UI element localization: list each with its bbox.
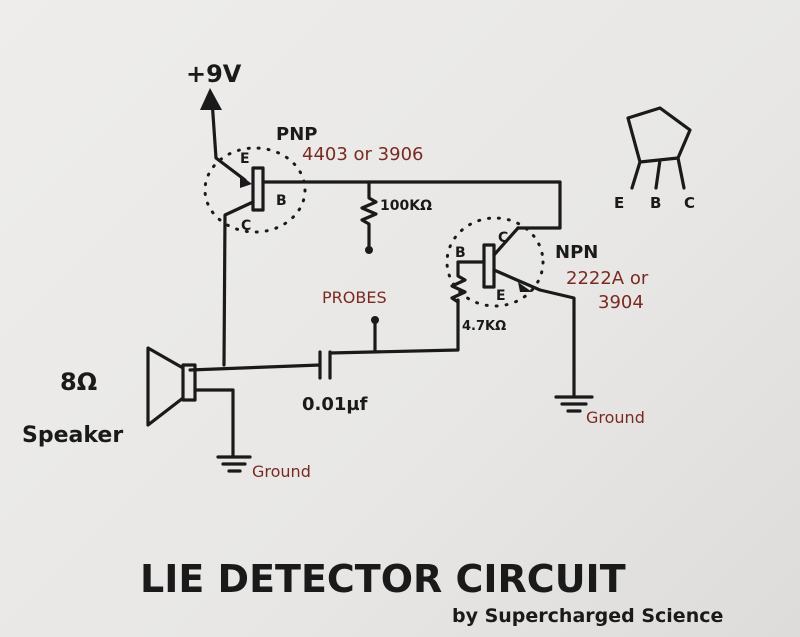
pnp-c-label: C [241,218,251,234]
speaker-impedance-label: 8Ω [60,368,97,396]
pnp-emitter-arrow-icon [240,175,252,188]
capacitor-label: 0.01µf [302,394,368,415]
npn-part-label-2: 3904 [598,292,644,313]
probes-label: PROBES [322,288,387,307]
npn-emitter-arrow-icon [518,282,532,292]
pnp-type-label: PNP [276,124,317,145]
credit-label: by Supercharged Science [452,605,723,627]
pnp-collector-wire [222,200,255,367]
npn-transistor [482,243,496,289]
pinout-e-label: E [614,194,624,212]
ground-left-icon [216,455,252,473]
pinout-b-label: B [650,194,661,212]
npn-part-label-1: 2222A or [566,268,649,289]
ground-right-icon [554,395,594,413]
npn-e-label: E [496,288,506,304]
resistor-100k [360,180,378,250]
diagram-title: LIE DETECTOR CIRCUIT [140,557,626,601]
supply-arrow-icon [200,88,222,110]
probe-terminal-bottom [371,316,379,324]
pnp-transistor [251,166,265,212]
ground-right-label: Ground [586,408,645,427]
supply-label: +9V [186,60,242,88]
npn-b-label: B [455,245,466,261]
pnp-e-label: E [240,151,250,167]
pnp-part-label: 4403 or 3906 [302,144,423,165]
resistor-100k-label: 100KΩ [380,198,432,214]
pnp-b-label: B [276,193,287,209]
pinout-c-label: C [684,194,695,212]
supply-wire [210,98,247,182]
resistor-4k7 [450,260,486,304]
pnp-outline [203,146,307,234]
npn-outline [445,216,545,308]
speaker-icon [146,346,197,427]
transistor-pinout-icon [626,106,692,190]
base-wire [261,180,562,230]
resistor-4k7-label: 4.7KΩ [462,319,506,334]
capacitor [188,298,460,380]
npn-type-label: NPN [555,242,598,263]
ground-left-label: Ground [252,462,311,481]
speaker-ground-wire [193,388,235,457]
npn-c-label: C [498,230,508,246]
speaker-label: Speaker [22,423,123,448]
probe-terminal-top [365,246,373,254]
npn-leads [492,226,576,397]
